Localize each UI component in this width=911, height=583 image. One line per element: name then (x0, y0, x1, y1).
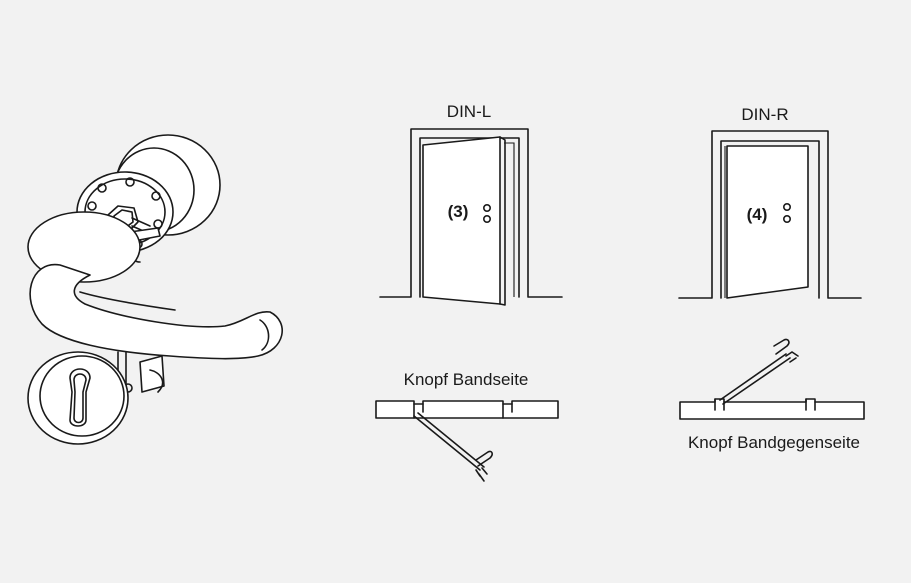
door-number-right: (4) (747, 205, 768, 224)
door-swing-leaf (719, 353, 791, 405)
cylinder-escutcheon (27, 351, 129, 445)
knob-opposite-side-label: Knopf Bandgegenseite (688, 433, 860, 452)
din-r-door: DIN-R (4) (678, 105, 862, 299)
din-r-label: DIN-R (741, 105, 788, 124)
plan-view-opposite-side: Knopf Bandgegenseite (679, 338, 865, 452)
knob-icon (482, 204, 491, 213)
wall-section (679, 398, 865, 420)
keyhole-icon (782, 215, 791, 224)
din-l-label: DIN-L (447, 102, 491, 121)
knob-icon (782, 203, 791, 212)
wall-section (375, 400, 559, 419)
lower-fittings (117, 351, 165, 393)
door-number-left: (3) (448, 202, 469, 221)
plan-view-hinge-side: Knopf Bandseite (375, 370, 559, 482)
door-handle-illustration (27, 134, 283, 445)
din-l-door: DIN-L (3) (379, 102, 563, 306)
door-leaf (726, 145, 809, 299)
lever-handle (27, 211, 283, 360)
keyhole-icon (482, 215, 491, 224)
door-frame (379, 128, 563, 298)
knob-hinge-side-label: Knopf Bandseite (404, 370, 529, 389)
door-frame (678, 130, 862, 299)
door-swing-leaf (413, 412, 485, 471)
